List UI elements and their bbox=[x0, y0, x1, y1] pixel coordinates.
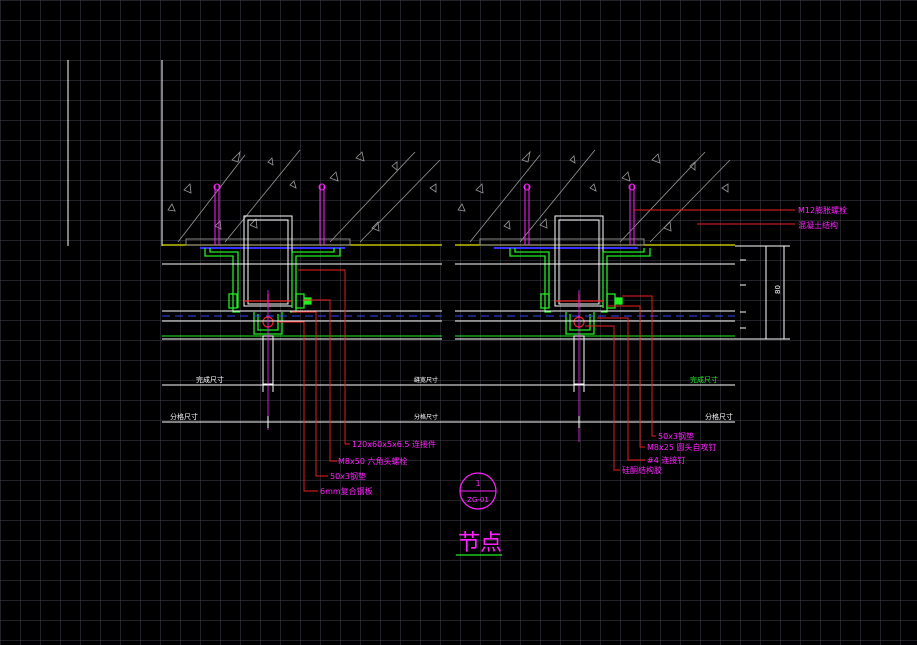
callout-anchor-bolt: M12膨胀螺栓 bbox=[798, 205, 847, 215]
callout-left-3: 50x3钢垫 bbox=[330, 471, 366, 481]
drawing-title: 节点 bbox=[458, 531, 502, 556]
anchor-bolts-right bbox=[523, 183, 636, 245]
dim-vertical: 80 bbox=[774, 285, 782, 294]
callout-left-2: M8x50 六角头螺栓 bbox=[338, 456, 407, 466]
marker-sheet: ZG-01 bbox=[467, 496, 489, 504]
panel-layers-right bbox=[455, 263, 735, 340]
callout-right-1: 50x3钢垫 bbox=[658, 431, 694, 441]
detail-marker bbox=[459, 472, 497, 510]
dim-right-lower: 分格尺寸 bbox=[705, 412, 733, 421]
leaders-left bbox=[278, 269, 350, 492]
vertical-dimension bbox=[735, 245, 790, 340]
callout-concrete: 混凝土结构 bbox=[798, 220, 838, 230]
concrete-hatch-right bbox=[457, 149, 731, 243]
callout-left-1: 120x60x5x6.5 连接件 bbox=[352, 439, 436, 449]
leaders-right bbox=[585, 295, 656, 471]
panel-layers-left bbox=[162, 263, 442, 340]
callout-right-3: #4 连接钉 bbox=[647, 455, 685, 465]
dim-center-upper: 缝宽尺寸 bbox=[414, 376, 438, 384]
callout-right-2: M8x25 圆头自攻钉 bbox=[647, 442, 716, 452]
callout-right-4: 硅酮结构胶 bbox=[622, 465, 662, 475]
dim-right-upper: 完成尺寸 bbox=[690, 375, 718, 384]
base-plate-right bbox=[479, 238, 645, 246]
connector-bracket-right bbox=[509, 248, 651, 335]
base-plate-left bbox=[185, 238, 351, 246]
dim-left-upper: 完成尺寸 bbox=[196, 375, 224, 384]
dimension-lines bbox=[162, 378, 735, 428]
marker-number: 1 bbox=[475, 479, 480, 488]
dim-center-lower: 分格尺寸 bbox=[414, 413, 438, 421]
concrete-hatch-left bbox=[167, 149, 441, 243]
anchor-bolts-left bbox=[213, 183, 326, 245]
leaders-right-top bbox=[634, 209, 795, 225]
callout-left-4: 6mm复合钢板 bbox=[320, 486, 373, 496]
dim-left-lower: 分格尺寸 bbox=[170, 412, 198, 421]
